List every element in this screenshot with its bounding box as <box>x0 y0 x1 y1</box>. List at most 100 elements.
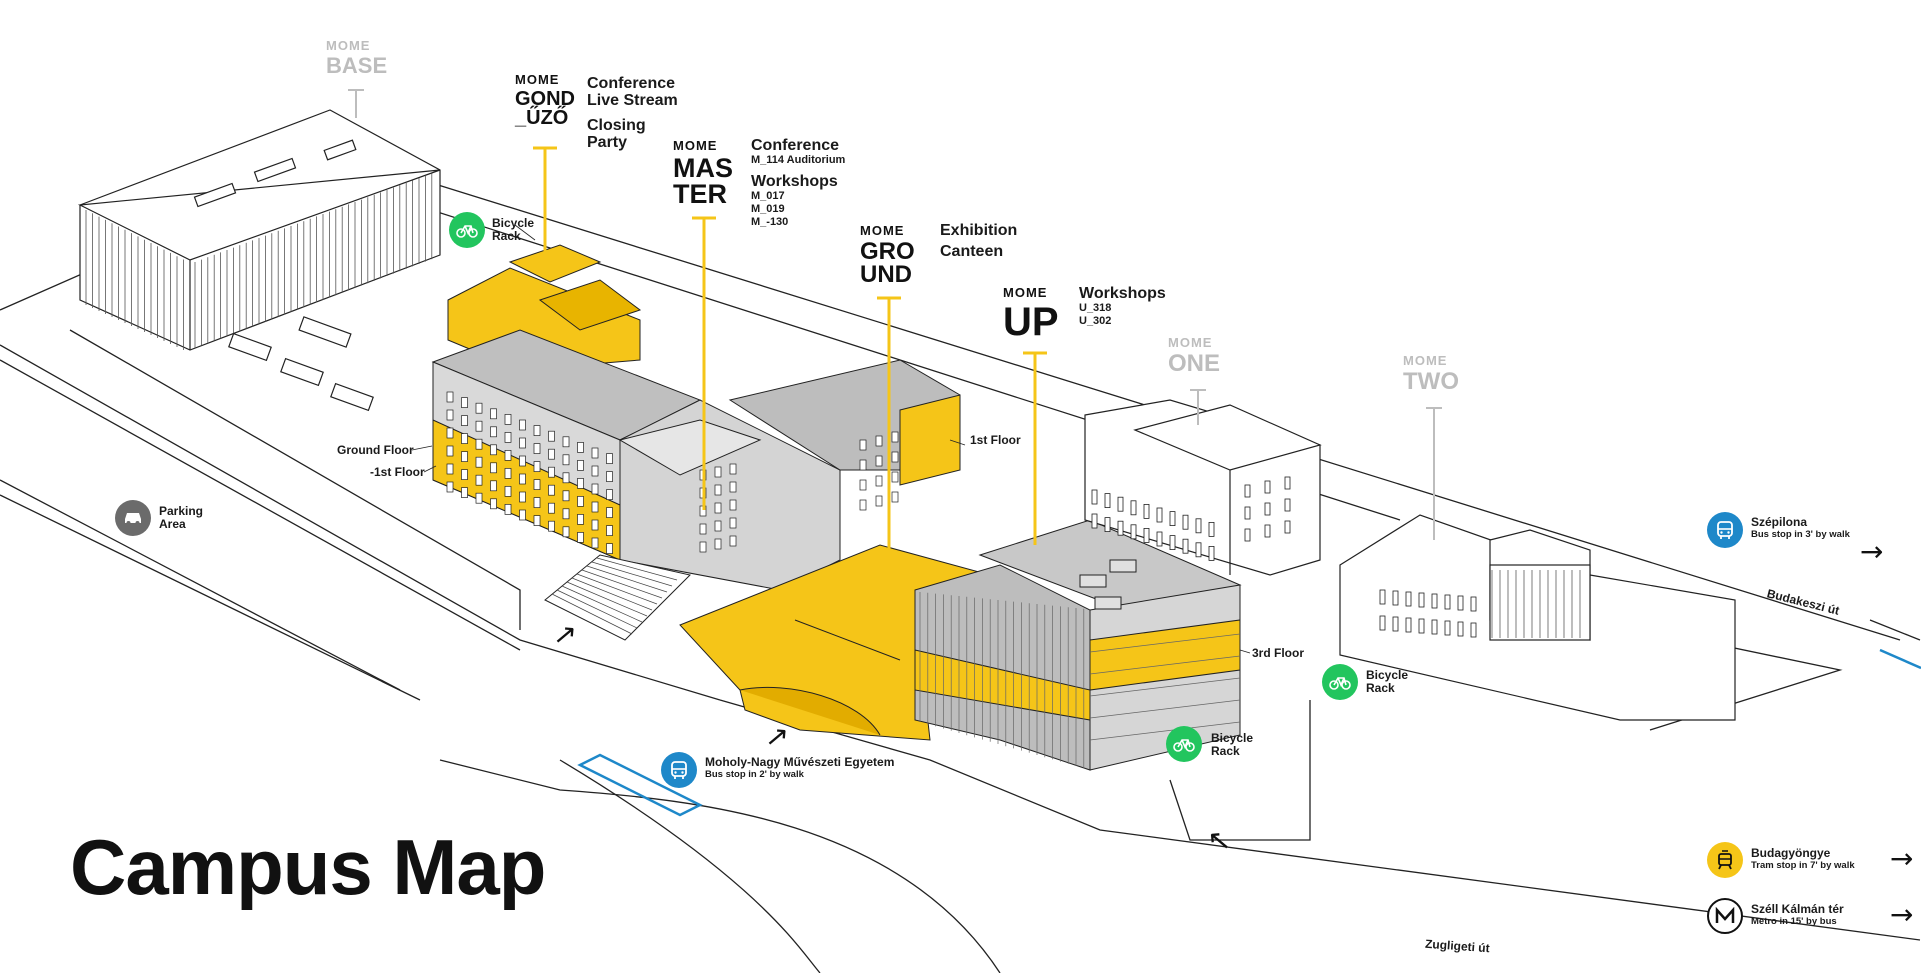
window <box>1284 520 1291 534</box>
window <box>729 463 737 475</box>
window <box>1208 546 1215 561</box>
window <box>475 402 483 414</box>
window <box>859 479 867 491</box>
window <box>562 436 570 448</box>
facade-line <box>596 557 678 581</box>
bus-zones <box>577 648 1921 817</box>
window <box>577 496 584 507</box>
window <box>1104 517 1111 532</box>
facade-line <box>1089 721 1241 741</box>
window <box>461 469 468 480</box>
window <box>461 451 468 462</box>
window <box>1156 531 1163 547</box>
window <box>475 456 483 468</box>
window <box>591 447 599 459</box>
window <box>519 455 526 467</box>
window <box>891 451 899 463</box>
window <box>548 502 555 514</box>
window <box>1169 535 1176 550</box>
pointer-lines-gray <box>348 89 1442 540</box>
window <box>562 454 570 466</box>
bicycle-icon <box>1166 726 1202 762</box>
window <box>1405 591 1412 607</box>
window <box>729 499 737 511</box>
arrow-right-icon: → <box>1890 898 1914 931</box>
logo-ground: MOME GRO UND <box>860 223 915 289</box>
window <box>1470 596 1477 612</box>
window <box>1379 615 1386 631</box>
window <box>1457 621 1464 637</box>
window <box>1284 498 1291 512</box>
logo-master: MOME MAS TER <box>673 138 733 209</box>
floor-first-label: 1st Floor <box>970 433 1021 447</box>
window <box>591 519 599 531</box>
window <box>699 541 707 553</box>
window <box>591 483 599 495</box>
window <box>729 481 737 493</box>
window <box>591 501 599 513</box>
window <box>1244 484 1251 498</box>
window <box>1244 506 1251 520</box>
window <box>446 409 454 421</box>
window <box>714 520 722 532</box>
window <box>461 487 468 498</box>
facade-line <box>591 561 673 587</box>
window <box>1392 590 1399 606</box>
window <box>562 472 570 484</box>
facade-line <box>556 589 638 629</box>
logo-up: MOME UP <box>1003 285 1059 345</box>
window <box>859 439 867 451</box>
floor-third-label: 3rd Floor <box>1252 646 1305 660</box>
window <box>875 435 883 447</box>
window <box>1264 502 1271 516</box>
window <box>533 425 541 436</box>
window <box>1264 524 1271 538</box>
window <box>548 466 555 478</box>
window <box>548 520 555 532</box>
window <box>606 525 613 536</box>
transit-szell: Széll Kálmán tér Metro in 15' by bus <box>1751 902 1844 928</box>
window <box>548 484 555 496</box>
window <box>1431 619 1438 635</box>
bicycle-icon <box>1322 664 1358 700</box>
facade-line <box>1089 677 1241 697</box>
window <box>1431 593 1438 609</box>
gond-info: Conference Live Stream Closing Party <box>587 75 678 151</box>
master-info: Conference M_114 Auditorium Workshops M_… <box>751 137 846 228</box>
window <box>1156 507 1163 523</box>
window <box>859 499 867 511</box>
stairs <box>544 554 691 641</box>
window <box>891 491 899 503</box>
window <box>1418 618 1425 634</box>
window <box>490 408 497 420</box>
window <box>461 433 468 444</box>
base-building <box>77 109 441 351</box>
window <box>577 532 584 543</box>
window <box>461 415 468 426</box>
window <box>475 420 483 432</box>
window <box>1091 513 1098 529</box>
window <box>533 461 541 472</box>
window <box>475 474 483 486</box>
parking-slots <box>228 316 374 412</box>
window <box>714 502 722 514</box>
window <box>533 515 541 526</box>
yellow-courtyard <box>679 544 991 741</box>
bus-icon <box>1707 512 1743 548</box>
window <box>1182 538 1189 554</box>
window <box>1264 480 1271 494</box>
window <box>504 504 512 515</box>
window <box>577 442 584 453</box>
two-building <box>1339 514 1736 721</box>
window <box>1244 528 1251 542</box>
facade-line <box>1089 633 1241 653</box>
window <box>490 444 497 456</box>
window <box>606 507 613 518</box>
logo-two: MOME TWO <box>1403 353 1459 396</box>
window <box>548 430 555 442</box>
window <box>606 453 613 464</box>
window <box>1143 528 1150 543</box>
window <box>1169 511 1176 527</box>
window <box>475 492 483 504</box>
